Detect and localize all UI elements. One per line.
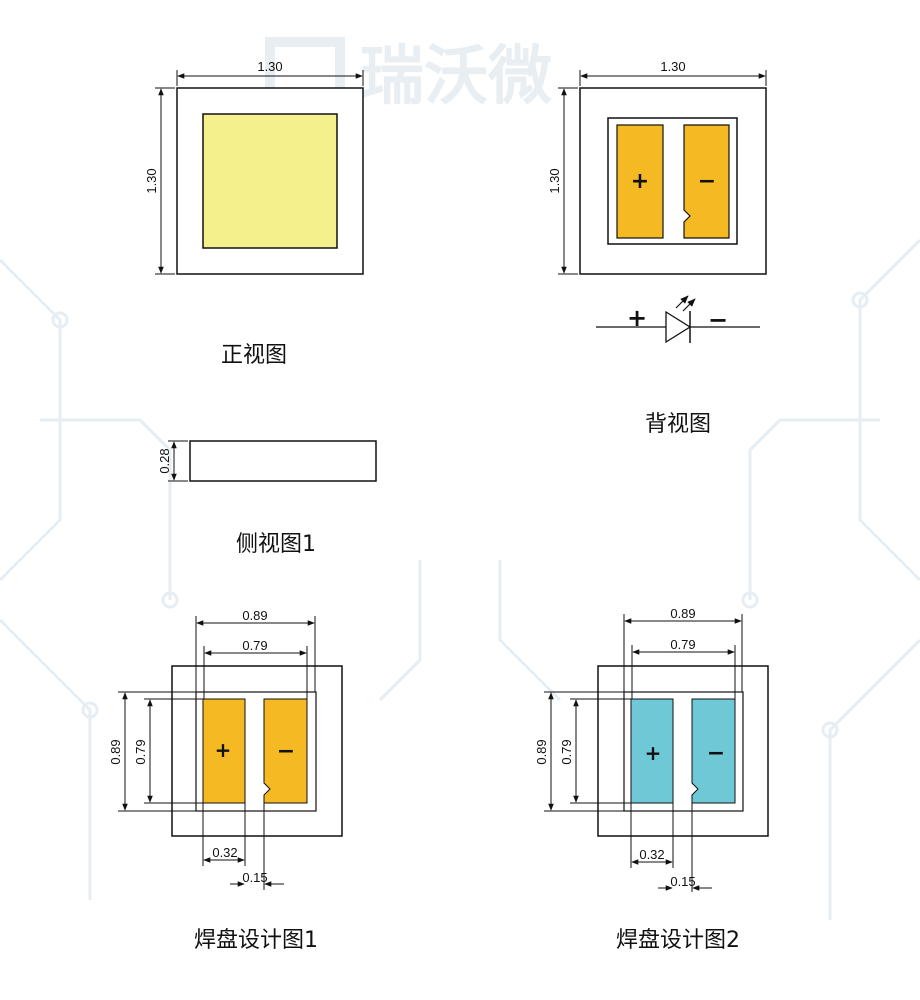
symbol-minus-sign: − [708, 306, 728, 334]
circuit-background [0, 238, 920, 920]
pad2-inner-height-dim: 0.79 [559, 739, 574, 764]
back-minus-sign: − [698, 169, 716, 194]
front-width-dim-label: 1.30 [257, 59, 282, 74]
back-cathode-pad [683, 124, 730, 239]
side-view-caption: 侧视图1 [236, 532, 316, 557]
pad2-minus-sign: − [707, 741, 725, 766]
back-plus-sign: + [631, 169, 649, 194]
front-view-caption: 正视图 [221, 343, 287, 368]
back-view: + − 1.30 1.30 + − 背视图 [547, 59, 767, 437]
pad2-outer-height-dim: 0.89 [534, 739, 549, 764]
pad1-inner-width-dim: 0.79 [242, 638, 267, 653]
pad1-pad-width-dim: 0.32 [212, 845, 237, 860]
pad2-outer-width-dim: 0.89 [670, 606, 695, 621]
pad1-anode-pad [202, 698, 246, 804]
pad1-outer-width-dim: 0.89 [242, 608, 267, 623]
back-width-dim-label: 1.30 [660, 59, 685, 74]
pad1-inner-height-dim: 0.79 [133, 739, 148, 764]
pad1-cathode-pad [263, 698, 308, 804]
symbol-plus-sign: + [627, 304, 647, 332]
front-emitter-area [202, 113, 338, 249]
pad2-inner-width-dim: 0.79 [670, 637, 695, 652]
side-view: 0.28 侧视图1 [157, 440, 377, 557]
pad2-gap-dim: 0.15 [670, 874, 695, 889]
pad1-outer-height-dim: 0.89 [108, 739, 123, 764]
pad1-minus-sign: − [277, 739, 295, 764]
back-height-dim-label: 1.30 [547, 168, 562, 193]
side-height-dim-label: 0.28 [157, 448, 172, 473]
pad-design-1: + − 0.89 0.79 0.89 0.79 0.32 0.15 焊盘设计图1 [108, 608, 343, 953]
side-package-outline [189, 440, 377, 482]
pad-design-2: + − 0.89 0.79 0.89 0.79 0.32 0.15 焊盘设计图2 [534, 606, 769, 953]
pad2-package-outline [597, 665, 769, 837]
back-view-caption: 背视图 [645, 412, 711, 437]
pad2-cathode-pad [691, 698, 736, 804]
front-view: 1.30 1.30 正视图 [144, 59, 364, 368]
pad1-gap-dim: 0.15 [242, 870, 267, 885]
pad-design-2-caption: 焊盘设计图2 [616, 928, 740, 953]
pad2-anode-pad [630, 698, 674, 804]
watermark-logo-text: 瑞沃微 [360, 40, 552, 114]
back-anode-pad [616, 124, 664, 239]
pad2-land-frame [623, 691, 744, 812]
pad1-plus-sign: + [215, 738, 232, 762]
pad1-package-outline [171, 665, 343, 837]
diode-symbol-icon [596, 295, 760, 344]
pad1-land-frame [195, 691, 317, 812]
front-height-dim-label: 1.30 [144, 168, 159, 193]
pad-design-1-caption: 焊盘设计图1 [194, 928, 318, 953]
pad2-plus-sign: + [645, 741, 662, 765]
pad2-pad-width-dim: 0.32 [639, 847, 664, 862]
